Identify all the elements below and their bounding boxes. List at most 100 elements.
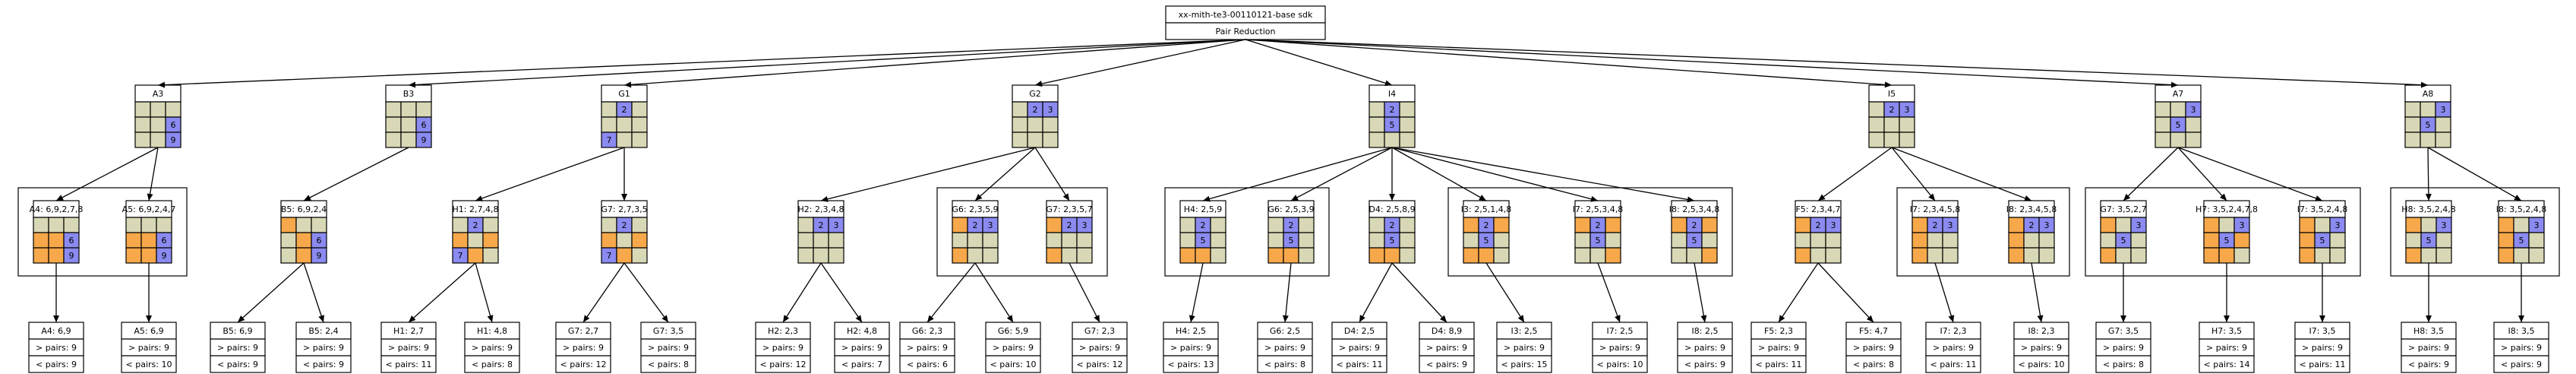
grid-cell [1046,247,1062,264]
level2-node: A4: 6,9,2,7,869 [30,200,83,264]
cell-number: 6 [171,120,176,130]
leaf-label: G6: 5,9 [998,326,1028,336]
leaf-row-box [2199,355,2255,373]
node-label: I7: 3,5,2,4,8 [2297,204,2347,214]
grid-cell [2405,232,2422,249]
grid-cell [140,217,157,233]
cell-number: 2 [1484,220,1489,230]
leaf-node: G7: 2,7> pairs: 9< pairs: 12 [555,322,611,373]
grid-cell [48,217,65,233]
grid-cell [1671,232,1687,249]
grid-cell [1210,247,1226,264]
grid-cell [2436,232,2452,249]
cell-number: 7 [458,251,463,261]
grid-cell [1384,247,1400,264]
arrow-head [147,193,153,201]
leaf-node: D4: 8,9> pairs: 9< pairs: 9 [1419,322,1475,373]
grid-cell [1368,247,1385,264]
node-label: I7: 2,3,4,5,8 [1910,204,1960,214]
node-label: I7: 2,5,3,4,8 [1573,204,1623,214]
grid-cell [1868,101,1885,118]
level2-node: D4: 2,5,8,925 [1368,200,1416,264]
grid-cell [311,247,327,264]
cell-number: 5 [2121,236,2126,246]
cell-number: 5 [1596,236,1601,246]
greater-pairs: > pairs: 9 [648,343,689,353]
leaf-label: D4: 2,5 [1344,326,1375,336]
grid-cell [1012,116,1028,133]
grid-cell [2170,101,2186,118]
grid-cell [1046,217,1062,233]
grid-cell [1399,232,1416,249]
leaf-row-box [28,355,84,373]
edge-line [974,147,1036,201]
arrow-head [2120,315,2126,322]
edge-line [820,262,863,323]
leaf-node: I7: 2,3> pairs: 9< pairs: 11 [1925,322,1981,373]
lesser-pairs: < pairs: 11 [1756,360,1802,369]
grid-cell [616,116,633,133]
edge-line [1391,147,1487,201]
grid-cell [400,116,417,133]
grid-cell [1701,217,1718,233]
leaf-row-box [1072,355,1128,373]
lesser-pairs: < pairs: 10 [990,360,1037,369]
arrow-head [409,81,416,88]
grid-cell [982,247,999,264]
leaf-label: G7: 2,7 [568,326,598,336]
grid-cell [452,217,469,233]
leaf-node: H7: 3,5> pairs: 9< pairs: 14 [2199,322,2255,373]
grid-cell [467,232,484,249]
greater-pairs: > pairs: 9 [993,343,1034,353]
grid-cell [1899,132,1915,148]
arrow-head [624,81,632,88]
greater-pairs: > pairs: 9 [2501,343,2542,353]
root-title: xx-mith-te3-00110121-base sdk [1179,10,1313,20]
grid-cell [2185,116,2202,133]
greater-pairs: > pairs: 9 [1504,343,1545,353]
grid-cell [1701,247,1718,264]
level2-node: I8: 3,5,2,4,835 [2496,200,2546,264]
grid-cell [33,232,49,249]
grid-cell [1368,232,1385,249]
lesser-pairs: < pairs: 9 [217,360,258,369]
grid-cell [813,247,829,264]
edge-line [623,262,669,323]
grid-cell [1927,232,1943,249]
arrow-head [1359,315,1365,322]
grid-cell [2420,247,2437,264]
grid-cell [2513,247,2530,264]
grid-cell [1605,232,1621,249]
grid-cell [2203,217,2220,233]
grid-cell [1883,116,1900,133]
grid-cell [482,247,499,264]
grid-cell [1195,247,1211,264]
greater-pairs: > pairs: 9 [303,343,344,353]
edge-line [782,262,822,323]
grid-cell [1042,132,1059,148]
edge-line [1245,39,2179,86]
node-label: B5: 6,9,2,4 [281,204,327,214]
cluster-box [2085,187,2361,277]
edge-line [55,147,159,201]
leaf-row-box [1750,355,1807,373]
grid-cell [797,217,814,233]
grid-cell [601,217,617,233]
leaf-row-box [2401,355,2457,373]
edge-line [1245,39,1893,86]
arrow-head [783,315,790,322]
leaf-label: I7: 3,5 [2309,326,2336,336]
grid-cell [1267,247,1284,264]
edge-line [582,262,625,323]
arrow-head [487,315,494,322]
grid-cell [2130,232,2147,249]
grid-cell [125,217,142,233]
grid-cell [1179,217,1196,233]
grid-cell [631,132,648,148]
